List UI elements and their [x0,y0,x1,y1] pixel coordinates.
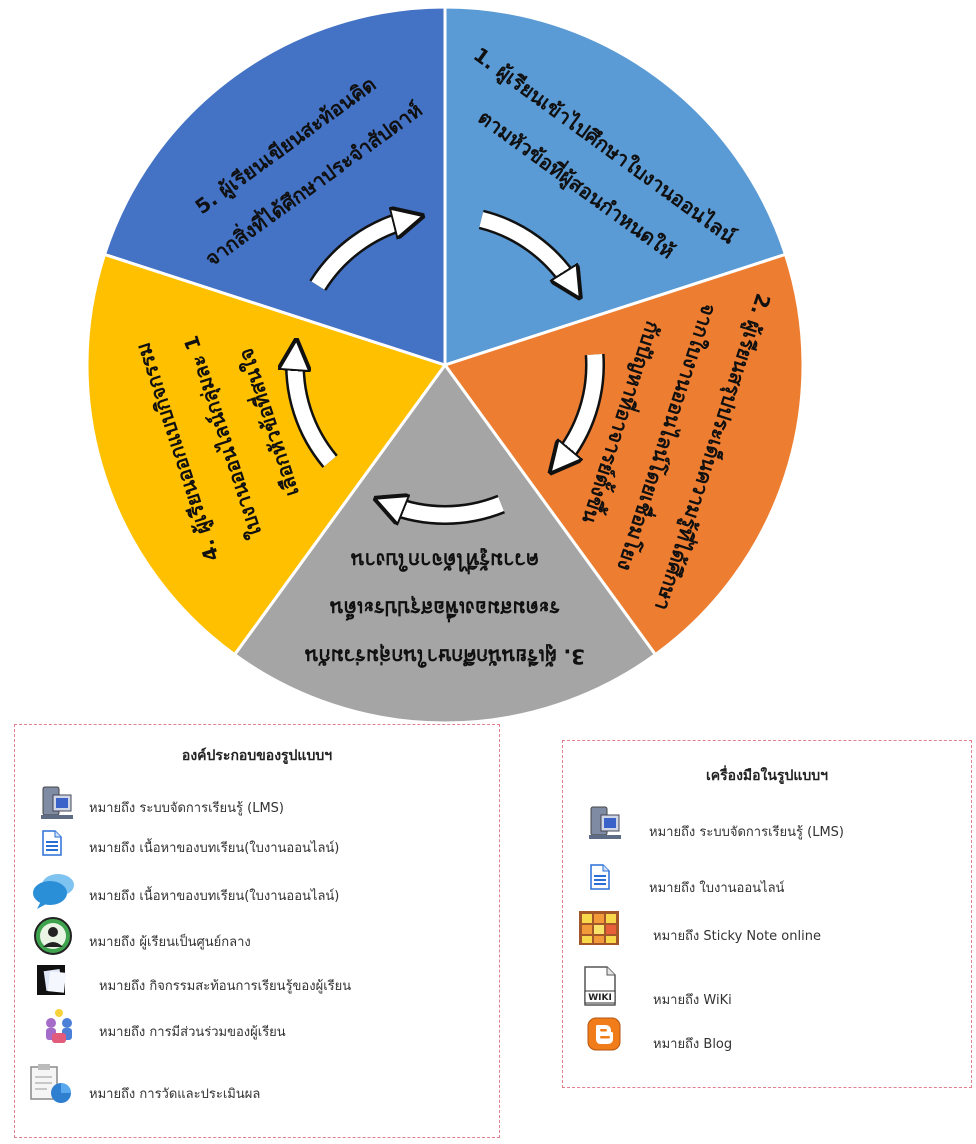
legend-item-label: หมายถึง กิจกรรมสะท้อนการเรียนรู้ของผู้เร… [99,979,352,994]
blogger-icon [587,1017,621,1051]
cycle-arrow [295,355,336,467]
legend-item-label: หมายถึง Blog [653,1037,733,1052]
legend-tool-lms: หมายถึง ระบบจัดการเรียนรู้ (LMS) [563,805,971,845]
lms-computer-icon [41,786,73,819]
cycle-arrow [560,354,603,462]
legend-tool-blog: หมายถึง Blog [563,1017,971,1067]
wheel-segment-3 [232,362,658,725]
chat-bubbles-icon [33,874,74,909]
wiki-page-icon: WIKI [584,966,616,1006]
wheel-segment-4 [85,252,448,657]
legend-tool-worksheet: หมายถึง ใบงานออนไลน์ [563,863,971,903]
legend-tools: เครื่องมือในรูปแบบฯ หมายถึง ระบบจัดการเร… [562,740,972,1088]
legend-item-participation: หมายถึง การมีส่วนร่วมของผู้เรียน [15,1009,499,1053]
reflection-cards-icon [37,965,67,995]
legend-item-label: หมายถึง Sticky Note online [653,929,821,944]
legend-item-label: หมายถึง ใบงานออนไลน์ [649,881,785,896]
document-icon [42,830,62,856]
cycle-arrow [479,212,572,285]
segment-3-label-line: ความรู้ที่ได้จากใบงาน [351,547,540,576]
legend-item-label: หมายถึง การมีส่วนร่วมของผู้เรียน [99,1025,286,1040]
wheel-segment-5 [102,5,447,368]
wheel-segment-2 [442,252,805,657]
legend-tool-wiki: WIKI หมายถึง WiKi [563,965,971,1008]
segment-3-label-line: 3. ผู้เรียนนักศึกษาในกลุ่มร่วมกัน [305,643,585,669]
legend-item-reflection: หมายถึง กิจกรรมสะท้อนการเรียนรู้ของผู้เร… [15,961,499,1001]
legend-item-label: หมายถึง การวัดและประเมินผล [89,1087,261,1102]
legend-components-title: องค์ประกอบของรูปแบบฯ [181,748,333,764]
legend-tools-title: เครื่องมือในรูปแบบฯ [705,768,829,784]
legend-item-evaluation: หมายถึง การวัดและประเมินผล [15,1063,499,1103]
segment-3-label-line: ระดมสมองเพื่อสรุปประเด็น [330,596,561,624]
wiki-icon-label: WIKI [588,993,612,1003]
sticky-notes-icon [579,911,619,945]
legend-item-label: หมายถึง ระบบจัดการเรียนรู้ (LMS) [89,801,284,816]
legend-item-lms: หมายถึง ระบบจัดการเรียนรู้ (LMS) [15,785,499,825]
legend-item-label: หมายถึง ผู้เรียนเป็นศูนย์กลาง [89,935,251,950]
participation-people-icon [46,1009,72,1043]
evaluation-chart-icon [30,1064,71,1103]
wheel-segment-1 [443,5,788,368]
legend-item-discussion: หมายถึง เนื้อหาของบทเรียน(ใบงานออนไลน์) [15,871,499,911]
document-icon [590,864,610,890]
legend-tool-sticky: หมายถึง Sticky Note online [563,909,971,949]
legend-item-learner: หมายถึง ผู้เรียนเป็นศูนย์กลาง [15,917,499,957]
cycle-arrow [389,504,504,515]
legend-item-label: หมายถึง เนื้อหาของบทเรียน(ใบงานออนไลน์) [89,841,340,856]
legend-components: องค์ประกอบของรูปแบบฯ หมายถึง ระบบจัดการเ… [14,724,500,1138]
cycle-arrow [311,219,409,290]
legend-item-label: หมายถึง ระบบจัดการเรียนรู้ (LMS) [649,825,844,840]
lms-computer-icon [589,806,621,839]
legend-item-label: หมายถึง WiKi [653,993,732,1008]
cycle-wheel: 1. ผู้เรียนเข้าไปศึกษาใบงานออนไลน์ตามหัว… [85,5,805,725]
legend-item-content: หมายถึง เนื้อหาของบทเรียน(ใบงานออนไลน์) [15,827,499,867]
legend-item-label: หมายถึง เนื้อหาของบทเรียน(ใบงานออนไลน์) [89,889,340,904]
learner-avatar-icon [34,917,72,955]
